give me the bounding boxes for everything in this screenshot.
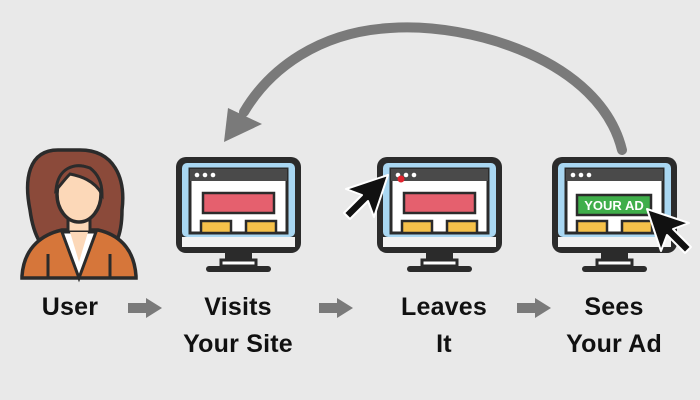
step-label-line: Your Ad [566,330,662,358]
monitor-icon [174,155,303,274]
step-label-sees: Sees Your Ad [544,289,684,363]
monitor-with-ad-icon: YOUR AD [550,155,679,274]
right-arrow-icon [517,298,551,318]
step-label-line: It [436,330,452,358]
step-label-user: User [18,289,122,326]
right-arrow-icon [319,298,353,318]
step-label-leaves: Leaves It [374,289,514,363]
user-icon [20,148,138,283]
ad-banner [575,193,653,217]
right-arrow-icon [128,298,162,318]
monitor-with-cursor-icon [375,155,504,274]
step-label-line: Visits [204,293,272,321]
step-label-line: Your Site [183,330,293,358]
step-label-line: Leaves [401,293,487,321]
step-label-line: User [41,293,99,321]
ad-text: YOUR AD [584,198,643,213]
close-dot-icon [397,175,405,183]
step-label-line: Sees [584,293,644,321]
curved-arrow-icon [224,22,627,155]
step-label-visits: Visits Your Site [168,289,308,363]
